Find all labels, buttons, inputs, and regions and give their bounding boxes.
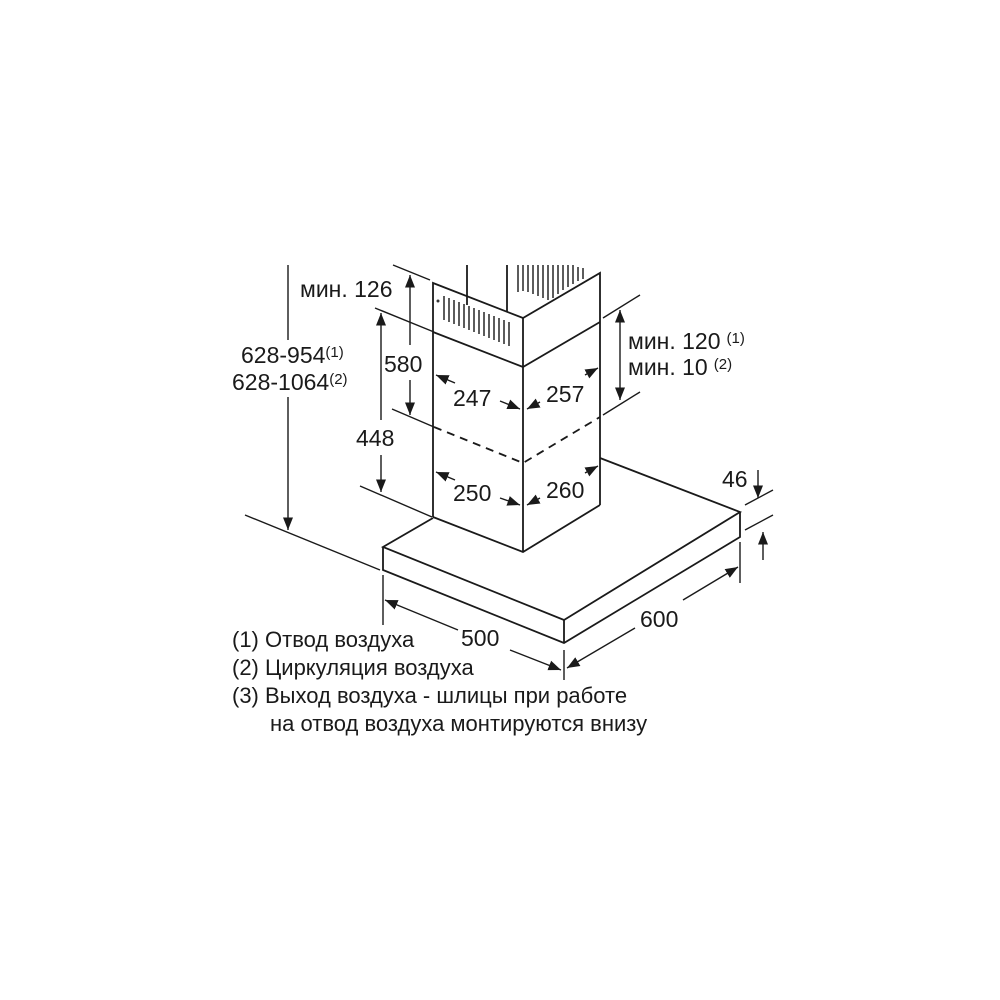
chimney-back-lines xyxy=(466,265,584,312)
lower-depth-label: 260 xyxy=(546,477,584,503)
min-gap-label-2: мин. 10(2) xyxy=(628,354,732,380)
reference-lines xyxy=(244,264,774,680)
dimension-arrows xyxy=(282,265,769,671)
upper-depth-label: 257 xyxy=(546,381,584,407)
canopy-height-label: 46 xyxy=(722,466,748,492)
lower-chimney xyxy=(432,321,601,554)
canopy xyxy=(380,457,743,645)
upper-chimney xyxy=(432,271,601,367)
legend: (1) Отвод воздуха (2) Циркуляция воздуха… xyxy=(232,627,647,736)
upper-width-label: 247 xyxy=(453,385,491,411)
min-top-label: мин. 126 xyxy=(300,276,393,302)
legend-item: (1) Отвод воздуха xyxy=(232,627,415,652)
upper-chimney-label: 580 xyxy=(384,351,422,377)
min-gap-label-1: мин. 120(1) xyxy=(628,328,745,354)
lower-chimney-label: 448 xyxy=(356,425,394,451)
lower-width-label: 250 xyxy=(453,480,491,506)
air-outlet-grille xyxy=(443,296,510,346)
canopy-width-label: 600 xyxy=(640,606,678,632)
legend-item: на отвод воздуха монтируются внизу xyxy=(270,711,647,736)
total-height-label-1: 628-954(1) xyxy=(241,342,344,368)
legend-item: (2) Циркуляция воздуха xyxy=(232,655,474,680)
canopy-depth-label: 500 xyxy=(461,625,499,651)
total-height-label-2: 628-1064(2) xyxy=(232,369,348,395)
legend-item: (3) Выход воздуха - шлицы при работе xyxy=(232,683,627,708)
